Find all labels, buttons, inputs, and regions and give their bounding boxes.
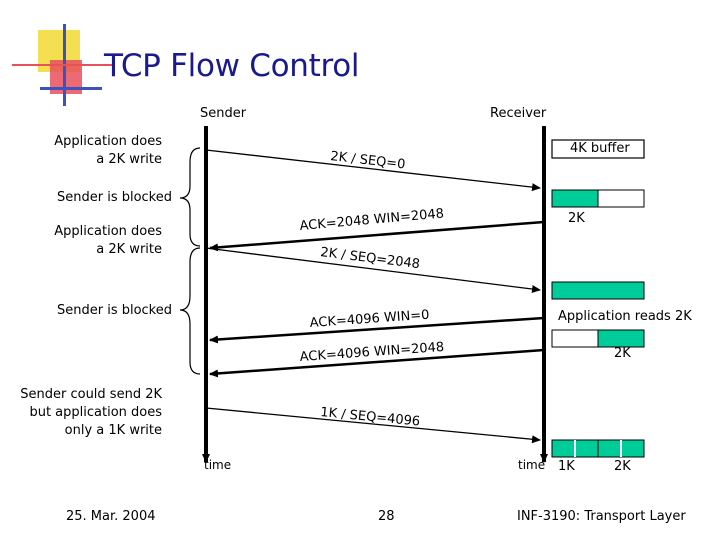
note-blocked-2: Sender is blocked (20, 302, 172, 320)
note-app-write-1-text: Application does a 2K write (30, 133, 162, 169)
note-could-send-text: Sender could send 2K but application doe… (10, 386, 162, 440)
buffer-2k-fill-2 (552, 330, 598, 347)
buffer-2k-label-1: 2K (568, 210, 585, 228)
final-1k-label: 1K (558, 458, 575, 476)
footer-course: INF-3190: Transport Layer (517, 509, 686, 524)
app-reads-label: Application reads 2K (558, 308, 692, 326)
time-label-receiver: time (518, 456, 545, 474)
note-app-write-1: Application does a 2K write (30, 133, 162, 169)
buffer-full (552, 282, 644, 299)
buffer-2k-label-2: 2K (614, 345, 631, 363)
brace-blocked-2 (180, 248, 200, 374)
message-label-6: 1K / SEQ=4096 (320, 405, 421, 430)
note-blocked-1: Sender is blocked (20, 189, 172, 207)
note-blocked-1-text: Sender is blocked (20, 189, 172, 207)
sender-label: Sender (200, 105, 246, 123)
message-label-2: ACK=2048 WIN=2048 (299, 206, 445, 234)
buffer-2k-fill-1 (552, 190, 598, 207)
brace-blocked-1 (180, 148, 200, 246)
receiver-label: Receiver (490, 105, 546, 123)
footer-date: 25. Mar. 2004 (66, 509, 156, 524)
time-label-sender: time (204, 456, 231, 474)
note-app-write-2: Application does a 2K write (30, 223, 162, 259)
note-could-send: Sender could send 2K but application doe… (10, 386, 162, 440)
note-app-write-2-text: Application does a 2K write (30, 223, 162, 259)
final-2k-label: 2K (614, 458, 631, 476)
buffer-label: 4K buffer (570, 140, 630, 158)
footer-page-number: 28 (378, 509, 395, 524)
buffer-2k-empty-1 (598, 190, 644, 207)
note-blocked-2-text: Sender is blocked (20, 302, 172, 320)
